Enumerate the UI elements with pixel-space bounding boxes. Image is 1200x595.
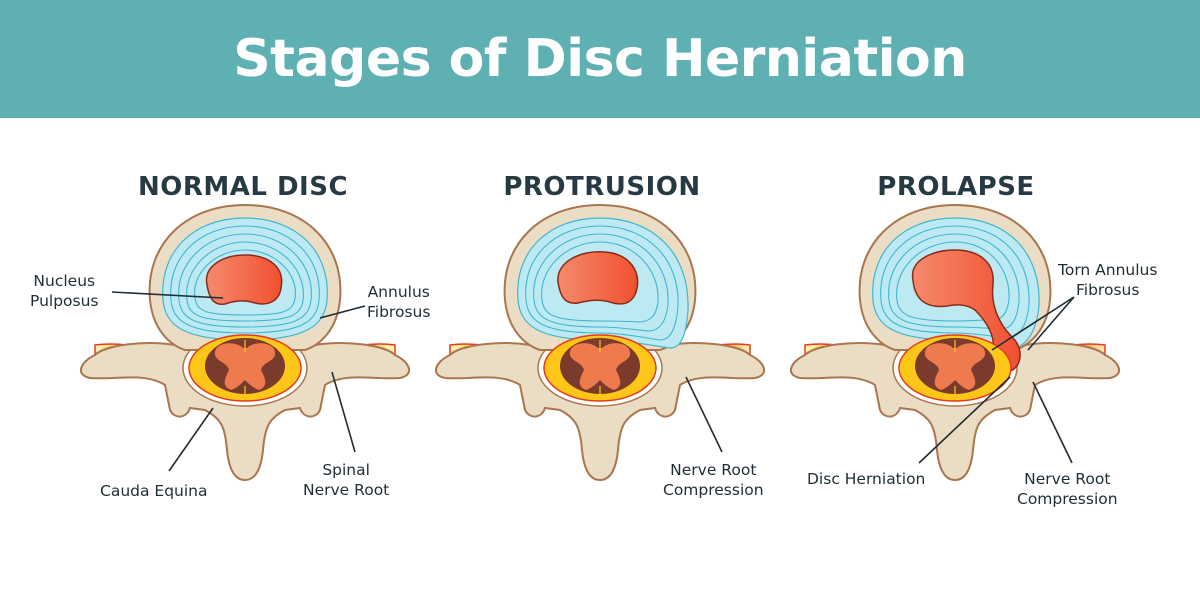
title-banner: Stages of Disc Herniation — [0, 0, 1200, 118]
protrusion-illustration — [434, 203, 766, 481]
leader-herniation — [918, 376, 1011, 464]
leader-compression-3 — [1032, 381, 1073, 464]
label-disc-herniation: Disc Herniation — [807, 470, 926, 488]
leader-torn-1 — [991, 296, 1075, 351]
leader-compression-2 — [685, 376, 723, 453]
normal-disc-illustration — [79, 203, 411, 481]
label-line: Annulus — [367, 283, 430, 301]
label-line: Fibrosus — [367, 303, 431, 321]
page-title: Stages of Disc Herniation — [233, 29, 967, 89]
leader-spinal-root — [331, 371, 356, 453]
label-line: Spinal — [322, 461, 370, 479]
label-line: Nerve Root — [1024, 470, 1111, 488]
label-spinal-nerve-root: Spinal Nerve Root — [303, 460, 389, 500]
label-nerve-root-compression-prolapse: Nerve Root Compression — [1017, 469, 1118, 509]
label-line: Compression — [663, 481, 764, 499]
prolapse-illustration — [789, 203, 1121, 481]
label-line: Compression — [1017, 490, 1118, 508]
leader-annulus — [319, 305, 366, 319]
label-line: Nucleus — [33, 272, 96, 290]
leader-nucleus — [111, 291, 224, 299]
stage-title-normal: NORMAL DISC — [137, 172, 349, 202]
label-line: Nerve Root — [670, 461, 757, 479]
label-line: Nerve Root — [303, 481, 390, 499]
label-line: Fibrosus — [1076, 281, 1140, 299]
label-torn-annulus-fibrosus: Torn Annulus Fibrosus — [1058, 260, 1157, 300]
label-line: Pulposus — [30, 292, 99, 310]
stage-title-prolapse: PROLAPSE — [877, 172, 1035, 202]
leader-cauda — [168, 407, 214, 472]
leader-torn-2 — [1027, 296, 1075, 351]
label-nerve-root-compression-protrusion: Nerve Root Compression — [663, 460, 764, 500]
label-nucleus-pulposus: Nucleus Pulposus — [30, 271, 99, 311]
label-cauda-equina: Cauda Equina — [100, 482, 208, 500]
label-annulus-fibrosus: Annulus Fibrosus — [367, 282, 430, 322]
stage-title-protrusion: PROTRUSION — [503, 172, 701, 202]
label-line: Torn Annulus — [1058, 261, 1158, 279]
